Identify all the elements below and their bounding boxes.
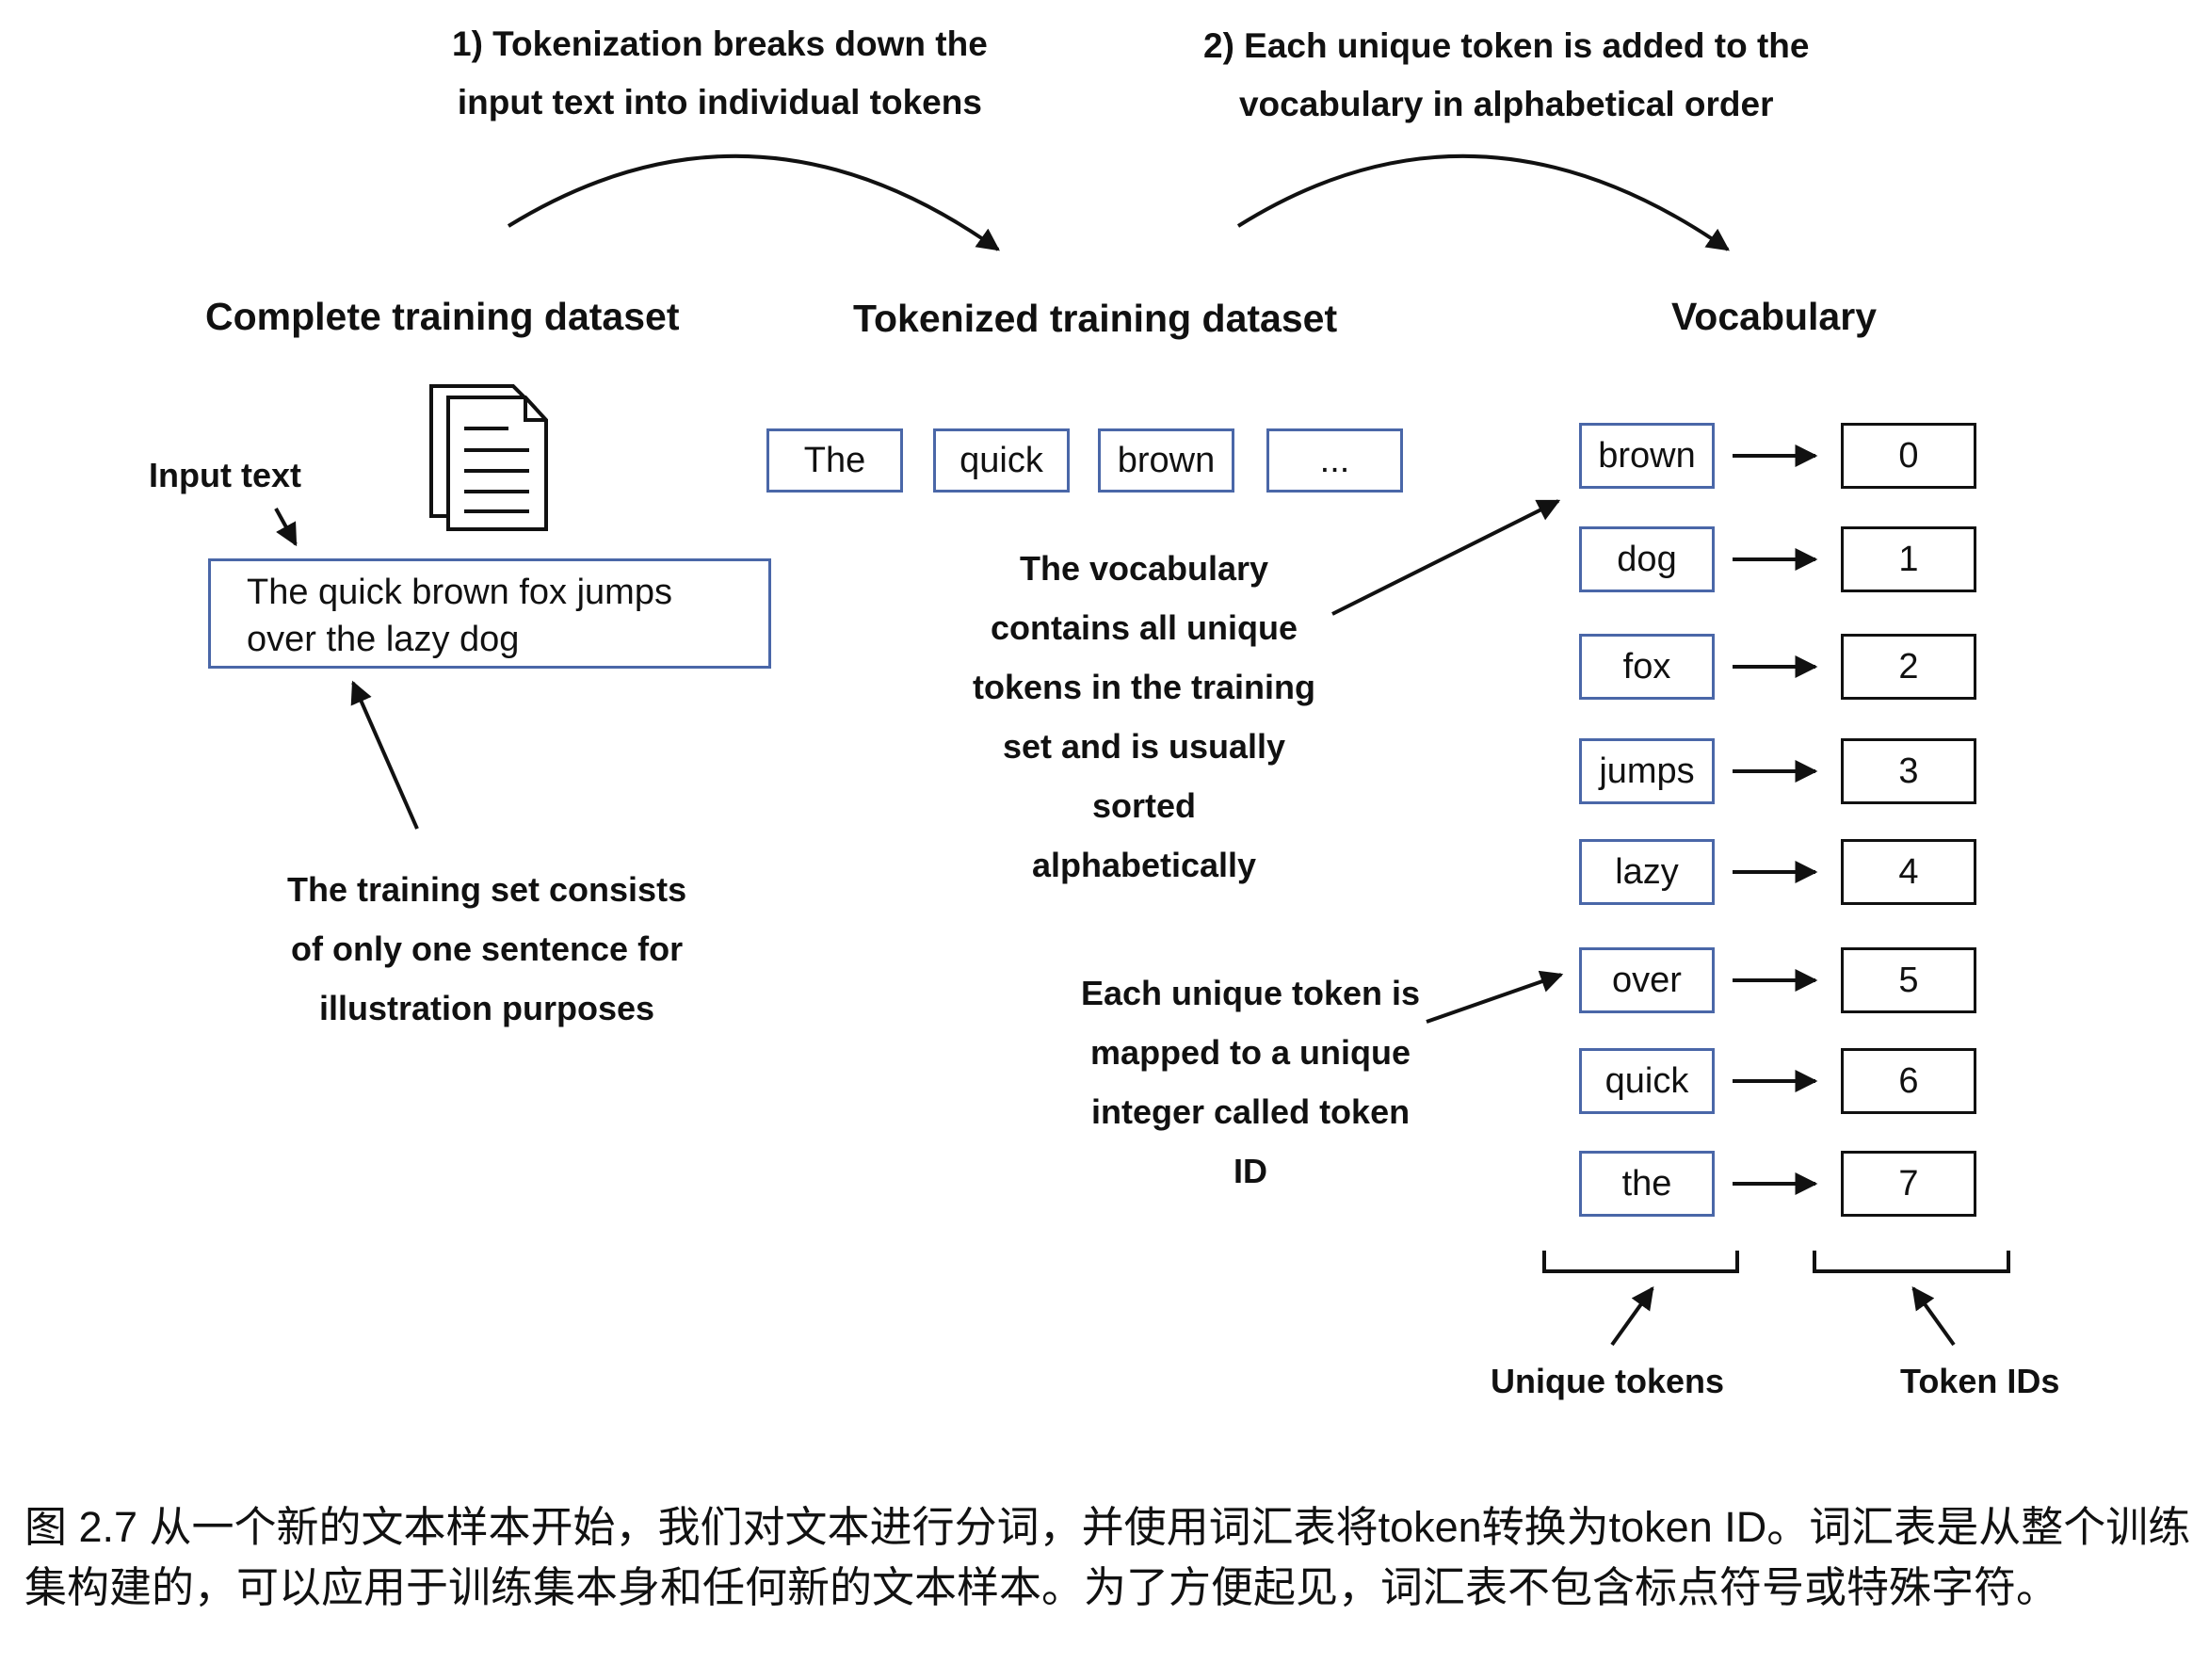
vocab-id: 1	[1841, 526, 1976, 592]
vocab-token: over	[1579, 947, 1715, 1013]
vocab-note-line-4: set and is usually	[1002, 727, 1286, 766]
vocab-id: 6	[1841, 1048, 1976, 1114]
step2-curved-arrow	[1236, 153, 1730, 251]
vocabulary-note: The vocabulary contains all unique token…	[973, 539, 1315, 895]
mapping-note-arrow	[1426, 970, 1564, 1024]
vocab-token: fox	[1579, 634, 1715, 700]
step1-annotation: 1) Tokenization breaks down the input te…	[452, 15, 988, 132]
token-ids-label: Token IDs	[1900, 1362, 2060, 1400]
vocab-id: 5	[1841, 947, 1976, 1013]
mapping-note-line-4: ID	[1233, 1152, 1268, 1190]
vocab-id: 0	[1841, 423, 1976, 489]
vocab-token: dog	[1579, 526, 1715, 592]
training-set-note: The training set consists of only one se…	[287, 860, 686, 1038]
document-icon	[429, 384, 548, 531]
vocab-token: quick	[1579, 1048, 1715, 1114]
step1-curved-arrow	[507, 153, 1000, 251]
step1-line-1: 1) Tokenization breaks down the	[452, 24, 988, 63]
step2-line-1: 2) Each unique token is added to the	[1203, 26, 1810, 65]
token-box: quick	[933, 428, 1070, 493]
training-note-arrow	[350, 680, 419, 830]
vocab-token: lazy	[1579, 839, 1715, 905]
input-text-label: Input text	[149, 456, 301, 494]
mapping-note-line-3: integer called token	[1090, 1092, 1411, 1131]
token-ids-arrow	[1911, 1286, 1956, 1347]
unique-tokens-arrow	[1610, 1286, 1654, 1347]
input-text-box: The quick brown fox jumps over the lazy …	[208, 558, 771, 669]
token-box-ellipsis: ...	[1266, 428, 1403, 493]
vocab-token: the	[1579, 1151, 1715, 1217]
token-box: The	[766, 428, 903, 493]
input-label-arrow	[274, 508, 298, 547]
token-to-id-arrows	[1733, 444, 1818, 1195]
mapping-note-line-1: Each unique token is	[1081, 974, 1421, 1012]
training-note-line-1: The training set consists	[287, 870, 687, 909]
vocab-note-line-6: alphabetically	[1031, 846, 1257, 884]
token-box: brown	[1098, 428, 1234, 493]
vocab-token: brown	[1579, 423, 1715, 489]
figure-caption: 图 2.7 从一个新的文本样本开始，我们对文本进行分词，并使用词汇表将token…	[24, 1503, 2191, 1611]
unique-tokens-label: Unique tokens	[1491, 1362, 1725, 1400]
vocab-token: jumps	[1579, 738, 1715, 804]
token-ids-bracket	[1813, 1251, 2010, 1273]
heading-tokenized-dataset: Tokenized training dataset	[853, 297, 1338, 340]
vocab-note-line-3: tokens in the training	[973, 668, 1316, 706]
step2-line-2: vocabulary in alphabetical order	[1238, 85, 1774, 123]
step1-line-2: input text into individual tokens	[457, 83, 982, 121]
input-text-line-1: The quick brown fox jumps	[247, 573, 672, 612]
vocab-id: 7	[1841, 1151, 1976, 1217]
heading-complete-dataset: Complete training dataset	[205, 295, 680, 338]
training-note-line-2: of only one sentence for	[291, 929, 684, 968]
step2-annotation: 2) Each unique token is added to the voc…	[1203, 17, 1809, 134]
vocab-id: 3	[1841, 738, 1976, 804]
mapping-note-line-2: mapped to a unique	[1090, 1033, 1411, 1072]
vocab-note-line-1: The vocabulary	[1019, 549, 1269, 588]
mapping-note: Each unique token is mapped to a unique …	[1081, 963, 1420, 1201]
input-text-line-2: over the lazy dog	[247, 620, 520, 659]
vocab-id: 4	[1841, 839, 1976, 905]
vocab-note-line-5: sorted	[1092, 786, 1197, 825]
vocab-id: 2	[1841, 634, 1976, 700]
unique-tokens-bracket	[1542, 1251, 1739, 1273]
heading-vocabulary: Vocabulary	[1671, 295, 1877, 338]
vocab-note-arrow	[1331, 499, 1561, 616]
training-note-line-3: illustration purposes	[319, 989, 655, 1027]
vocab-note-line-2: contains all unique	[990, 608, 1298, 647]
